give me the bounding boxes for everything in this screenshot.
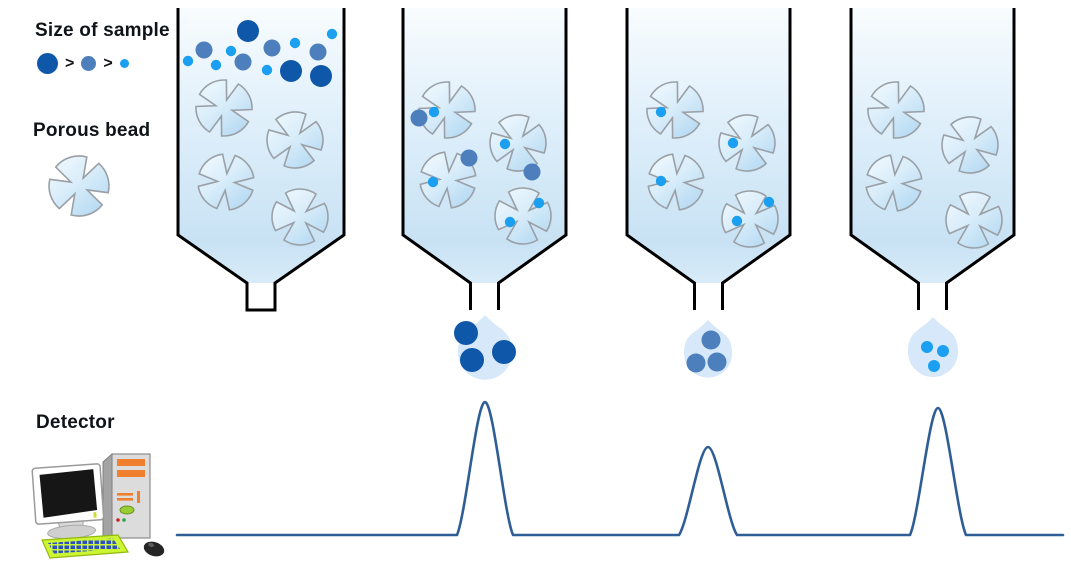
sample-size-legend: > > bbox=[37, 53, 129, 74]
eluted-droplet-2 bbox=[684, 320, 732, 378]
sample-particle-small bbox=[937, 345, 949, 357]
porous-bead bbox=[494, 187, 552, 245]
legend-title: Size of sample bbox=[35, 20, 170, 41]
column-2 bbox=[401, 8, 568, 310]
porous-bead bbox=[646, 81, 704, 139]
sample-particle-medium bbox=[686, 353, 706, 373]
mouse bbox=[143, 541, 165, 557]
large-sample-dot bbox=[37, 53, 58, 74]
column-outline bbox=[625, 8, 696, 310]
sample-particle-small bbox=[763, 196, 775, 208]
porous-bead bbox=[721, 190, 779, 248]
porous-bead bbox=[197, 153, 255, 211]
sample-particle-large bbox=[310, 65, 332, 87]
porous-bead bbox=[945, 191, 1003, 249]
porous-bead-icon bbox=[48, 155, 110, 217]
porous-bead bbox=[489, 114, 547, 172]
porous-bead bbox=[867, 81, 925, 139]
sample-particle-small bbox=[499, 138, 511, 150]
sample-particle-small bbox=[655, 175, 667, 187]
porous-bead bbox=[271, 188, 329, 246]
sample-particle-small bbox=[289, 37, 301, 49]
sample-particle-small bbox=[225, 45, 237, 57]
sample-particle-small bbox=[928, 360, 940, 372]
porous-bead bbox=[865, 154, 923, 212]
detector-trace bbox=[175, 400, 1065, 537]
porous-bead bbox=[266, 111, 324, 169]
porous-bead-label: Porous bead bbox=[33, 120, 151, 141]
porous-bead bbox=[419, 151, 477, 209]
sample-particle-medium bbox=[410, 109, 428, 127]
porous-bead bbox=[195, 79, 253, 137]
column-outline bbox=[497, 8, 568, 310]
sample-particle-large bbox=[460, 348, 484, 372]
small-sample-dot bbox=[119, 59, 129, 68]
sample-particle-small bbox=[504, 216, 516, 228]
detector-label: Detector bbox=[36, 412, 115, 433]
column-4 bbox=[849, 8, 1016, 310]
sample-particle-medium bbox=[460, 149, 478, 167]
sample-particle-medium bbox=[523, 163, 541, 181]
sample-particle-small bbox=[427, 176, 439, 188]
sample-particle-small bbox=[727, 137, 739, 149]
porous-bead bbox=[418, 81, 476, 139]
tower-case bbox=[102, 452, 151, 548]
porous-bead bbox=[48, 155, 110, 217]
sample-particle-small bbox=[428, 106, 440, 118]
sample-particle-small bbox=[182, 55, 194, 67]
sample-particle-large bbox=[237, 20, 259, 42]
keyboard bbox=[41, 534, 130, 559]
column-outline bbox=[176, 8, 346, 312]
porous-bead bbox=[941, 116, 999, 174]
sample-particle-small bbox=[326, 28, 338, 40]
crt-monitor bbox=[31, 463, 105, 540]
porous-bead bbox=[718, 114, 776, 172]
column-outline bbox=[721, 8, 792, 310]
sample-particle-small bbox=[921, 341, 933, 353]
sample-particle-medium bbox=[234, 53, 252, 71]
column-outline bbox=[401, 8, 472, 310]
sample-particle-small bbox=[731, 215, 743, 227]
column-outline bbox=[849, 8, 920, 310]
computer-icon bbox=[31, 452, 165, 559]
sample-particle-small bbox=[261, 64, 273, 76]
sample-particle-large bbox=[280, 60, 302, 82]
column-outline bbox=[945, 8, 1016, 310]
sample-particle-small bbox=[210, 59, 222, 71]
sample-particle-small bbox=[655, 106, 667, 118]
medium-sample-dot bbox=[81, 56, 97, 71]
greater-than-symbol: > bbox=[65, 54, 75, 72]
eluted-droplet-1 bbox=[454, 315, 516, 380]
column-3 bbox=[625, 8, 792, 310]
sample-particle-small bbox=[533, 197, 545, 209]
sample-particle-medium bbox=[701, 330, 721, 350]
sample-particle-large bbox=[492, 340, 516, 364]
porous-bead bbox=[647, 153, 705, 211]
column-1 bbox=[176, 8, 346, 312]
greater-than-symbol: > bbox=[103, 54, 113, 72]
sample-particle-medium bbox=[309, 43, 327, 61]
eluted-droplet-3 bbox=[908, 317, 958, 377]
sample-particle-large bbox=[454, 321, 478, 345]
sample-particle-medium bbox=[195, 41, 213, 59]
sample-particle-medium bbox=[707, 352, 727, 372]
sample-particle-medium bbox=[263, 39, 281, 57]
